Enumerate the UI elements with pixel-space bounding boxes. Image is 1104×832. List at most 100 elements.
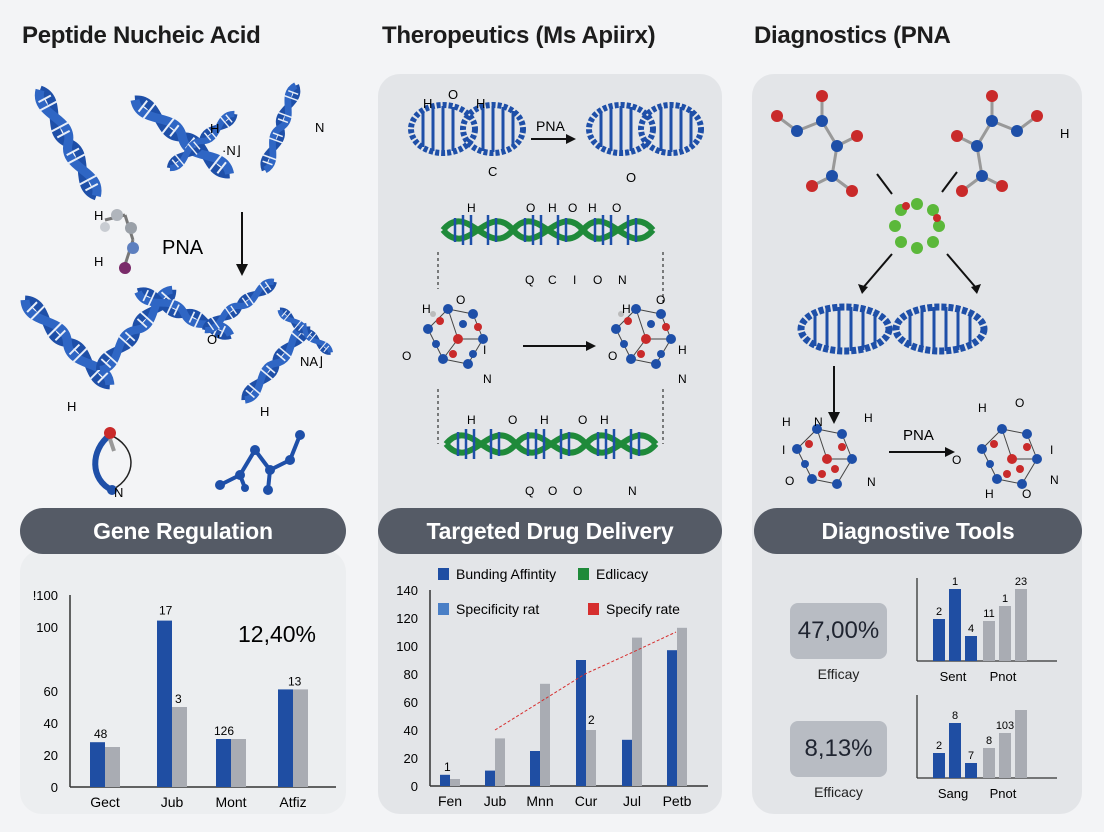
helix-top-left	[31, 85, 105, 200]
data-label: 126	[214, 724, 234, 738]
svg-text:H: H	[1060, 126, 1069, 141]
svg-text:H: H	[588, 201, 597, 215]
svg-text:H: H	[678, 343, 687, 357]
svg-text:N: N	[483, 372, 492, 386]
big-stat: 12,40%	[238, 621, 316, 647]
svg-text:H: H	[94, 208, 103, 223]
diag-cluster-left	[791, 423, 858, 490]
x-tick-label: Petb	[663, 793, 692, 809]
x-tick-label: Jub	[161, 794, 184, 810]
bar-series-1	[485, 770, 495, 786]
y-tick-label: !100	[33, 588, 58, 603]
heading-diagnostics: Diagnostics (PNA	[754, 22, 951, 49]
legend-label: Specificity rat	[456, 601, 539, 617]
bar-series-2	[540, 683, 550, 786]
data-label: 2	[936, 740, 942, 752]
data-label: 11	[983, 608, 994, 620]
data-label: 8	[952, 710, 958, 722]
ring-molecule	[92, 427, 132, 495]
svg-text:I: I	[573, 273, 576, 287]
svg-text:O: O	[526, 201, 535, 215]
y-tick-label: 40	[44, 716, 58, 731]
x-tick-label: Pnot	[990, 669, 1017, 683]
svg-text:O: O	[1015, 396, 1024, 410]
data-label: 1	[1002, 593, 1008, 605]
svg-text:H: H	[978, 401, 987, 415]
svg-text:O': O'	[207, 332, 220, 347]
green-helix-top	[443, 215, 653, 245]
y-tick-label: 20	[404, 751, 418, 766]
mini-bar	[965, 636, 977, 661]
svg-text:PNA: PNA	[903, 427, 934, 444]
svg-text:H: H	[782, 415, 791, 429]
svg-text:H: H	[467, 201, 476, 215]
heading-pna: Peptide Nucheic Acid	[22, 22, 261, 49]
x-tick-label: Atfiz	[279, 794, 306, 810]
bar-series-2	[231, 739, 246, 787]
svg-text:H: H	[864, 411, 873, 425]
data-label: 3	[175, 692, 182, 706]
data-label: 23	[1015, 576, 1027, 588]
banner-targeted-drug-delivery: Targeted Drug Delivery	[378, 508, 722, 554]
x-tick-label: Cur	[575, 793, 598, 809]
svg-text:H: H	[260, 404, 269, 419]
svg-text:H: H	[67, 399, 76, 414]
svg-text:O: O	[626, 170, 636, 185]
data-label: 2	[936, 606, 942, 618]
green-helix-bottom	[446, 429, 656, 459]
bar-series-1	[278, 689, 293, 787]
legend-swatch	[438, 568, 449, 580]
y-tick-label: 60	[404, 695, 418, 710]
legend-label: Specify rate	[606, 601, 680, 617]
stat-label-efficacy-2: Efficacy	[814, 784, 863, 800]
legend-label: Edlicacy	[596, 566, 648, 582]
svg-text:O: O	[785, 474, 794, 488]
svg-text:H: H	[423, 96, 432, 111]
svg-text:O: O	[548, 484, 557, 498]
svg-text:O: O	[656, 293, 665, 307]
green-ring	[889, 198, 945, 254]
svg-text:O: O	[608, 349, 617, 363]
banner-diagnostive-tools: Diagnostive Tools	[754, 508, 1082, 554]
helix-top-middle	[129, 92, 236, 182]
svg-text:H: H	[600, 413, 609, 427]
y-tick-label: 20	[44, 748, 58, 763]
x-tick-label: Jub	[484, 793, 507, 809]
svg-text:H: H	[467, 413, 476, 427]
chain-molecule	[215, 430, 305, 495]
bar-series-2	[293, 689, 308, 787]
data-label: 7	[968, 750, 974, 762]
svg-text:N: N	[1050, 473, 1059, 487]
x-tick-label: Gect	[90, 794, 120, 810]
svg-text:N: N	[678, 372, 687, 386]
svg-text:Q: Q	[525, 273, 534, 287]
svg-text:N: N	[114, 485, 123, 500]
svg-text:N: N	[814, 415, 823, 429]
data-label: 103	[996, 720, 1014, 732]
legend-swatch	[438, 603, 449, 615]
data-label: 17	[159, 604, 173, 618]
bar-series-2	[105, 747, 120, 787]
y-tick-label: 0	[51, 780, 58, 795]
svg-text:H: H	[476, 96, 485, 111]
data-label: 13	[288, 674, 302, 688]
data-label: 4	[968, 623, 974, 635]
stat-box-efficacy-2: 8,13%	[790, 721, 887, 777]
svg-text:N: N	[628, 484, 637, 498]
legend-swatch	[578, 568, 589, 580]
bar-series-2	[586, 730, 596, 786]
svg-text:O: O	[568, 201, 577, 215]
svg-text:O: O	[593, 273, 602, 287]
mini-bar	[933, 753, 945, 778]
legend-label: Bunding Affintity	[456, 566, 556, 582]
bar-series-2	[172, 707, 187, 787]
molecule-cluster-right	[610, 303, 677, 370]
svg-text:H: H	[422, 302, 431, 316]
mini-bar	[999, 733, 1011, 778]
mini-bar	[1015, 710, 1027, 778]
